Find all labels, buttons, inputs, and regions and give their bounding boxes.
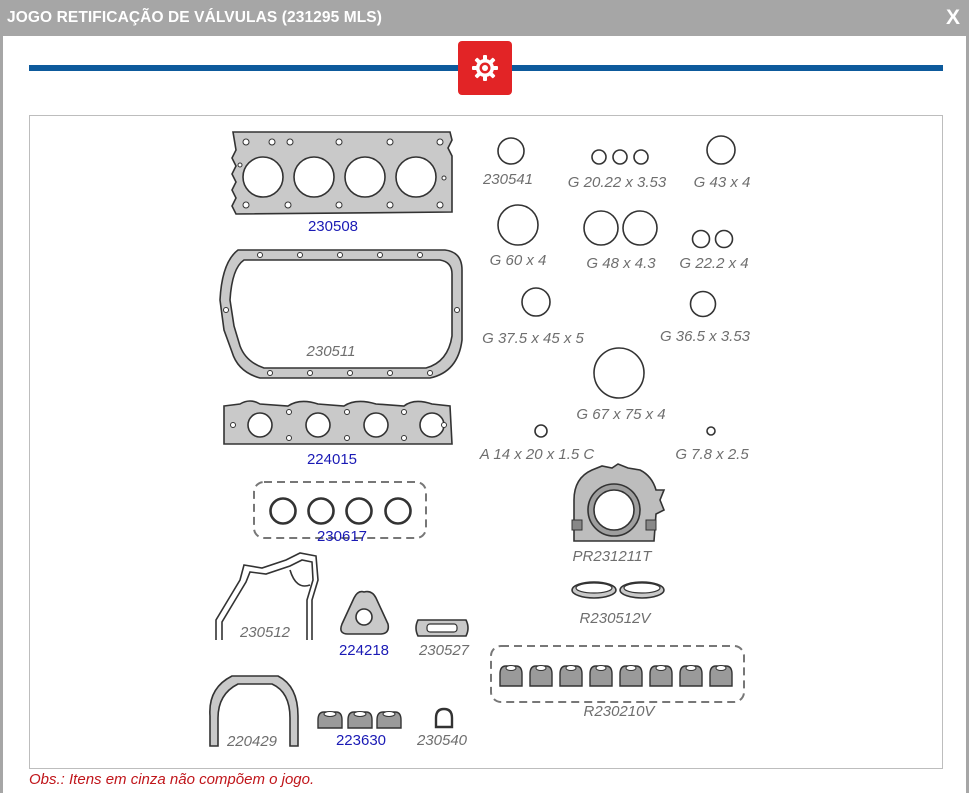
valve-stem-seal <box>529 665 553 687</box>
part-label[interactable]: 230527 <box>418 642 470 659</box>
part-label[interactable]: G 48 x 4.3 <box>586 255 656 272</box>
head-gasket-drawing <box>231 131 453 215</box>
dialog-border-right <box>966 36 969 793</box>
valve-stem-seals-drawing <box>499 665 733 687</box>
o-ring-drawing <box>497 137 525 165</box>
valve-rings-drawing <box>269 497 412 525</box>
part-label[interactable]: G 37.5 x 45 x 5 <box>482 330 584 347</box>
part-label[interactable]: PR231211T <box>573 548 654 565</box>
o-ring-drawing <box>706 426 716 436</box>
o-ring-drawing <box>534 424 548 438</box>
o-ring-drawing <box>521 287 551 317</box>
manifold-gasket-drawing <box>223 400 453 445</box>
valve-stem-seal <box>499 665 523 687</box>
d-seal-drawing <box>434 707 454 729</box>
part-label[interactable]: G 20.22 x 3.53 <box>568 174 667 191</box>
part-label[interactable]: A 14 x 20 x 1.5 C <box>479 446 595 463</box>
parts-diagram-panel <box>29 115 943 769</box>
gear-icon <box>458 41 512 95</box>
o-ring-drawing <box>593 347 645 399</box>
dashed-group-box <box>253 481 427 539</box>
part-label[interactable]: 223630 <box>336 732 386 749</box>
part-label[interactable]: G 36.5 x 3.53 <box>660 328 751 345</box>
o-ring-drawing <box>591 149 649 165</box>
close-icon[interactable]: X <box>945 6 960 29</box>
part-label[interactable]: R230512V <box>580 610 653 627</box>
part-label[interactable]: 230617 <box>317 528 367 545</box>
valve-stem-seal <box>589 665 613 687</box>
dashed-group-box <box>490 645 745 703</box>
o-ring-drawing <box>691 229 734 249</box>
oil-seals-drawing <box>571 581 665 599</box>
part-label[interactable]: G 67 x 75 x 4 <box>576 406 665 423</box>
part-label[interactable]: R230210V <box>584 703 657 720</box>
o-ring-drawing <box>706 135 736 165</box>
part-label[interactable]: 230508 <box>308 218 358 235</box>
part-label[interactable]: 230511 <box>306 343 356 360</box>
small-gasket-drawing <box>415 619 469 637</box>
o-ring-drawing <box>583 210 658 246</box>
valve-stem-seals-drawing <box>317 711 402 729</box>
triangle-gasket-drawing <box>340 590 390 635</box>
oil-pan-gasket-drawing <box>219 249 463 379</box>
valve-stem-seal <box>679 665 703 687</box>
o-ring-drawing <box>497 204 539 246</box>
dialog-title: JOGO RETIFICAÇÃO DE VÁLVULAS (231295 MLS… <box>7 9 383 26</box>
part-label[interactable]: 224015 <box>307 451 357 468</box>
part-label[interactable]: G 22.2 x 4 <box>679 255 748 272</box>
part-label[interactable]: 230512 <box>239 624 291 641</box>
part-label[interactable]: 220429 <box>226 733 278 750</box>
dialog-border-left <box>0 36 3 793</box>
timing-cover-gasket-drawing <box>215 552 319 640</box>
crankshaft-seal-housing-drawing <box>571 463 666 542</box>
part-label[interactable]: 230540 <box>416 732 468 749</box>
rear-seal-gasket-drawing <box>209 675 299 747</box>
o-ring-drawing <box>689 290 717 318</box>
valve-stem-seal <box>649 665 673 687</box>
footnote: Obs.: Itens em cinza não compõem o jogo. <box>29 771 315 788</box>
part-label[interactable]: 230541 <box>482 171 533 188</box>
part-label[interactable]: G 60 x 4 <box>490 252 547 269</box>
dialog-titlebar: JOGO RETIFICAÇÃO DE VÁLVULAS (231295 MLS… <box>0 0 969 36</box>
part-label[interactable]: 224218 <box>339 642 389 659</box>
part-label[interactable]: G 7.8 x 2.5 <box>675 446 749 463</box>
part-label[interactable]: G 43 x 4 <box>694 174 751 191</box>
valve-stem-seal <box>709 665 733 687</box>
valve-stem-seal <box>559 665 583 687</box>
valve-stem-seal <box>619 665 643 687</box>
